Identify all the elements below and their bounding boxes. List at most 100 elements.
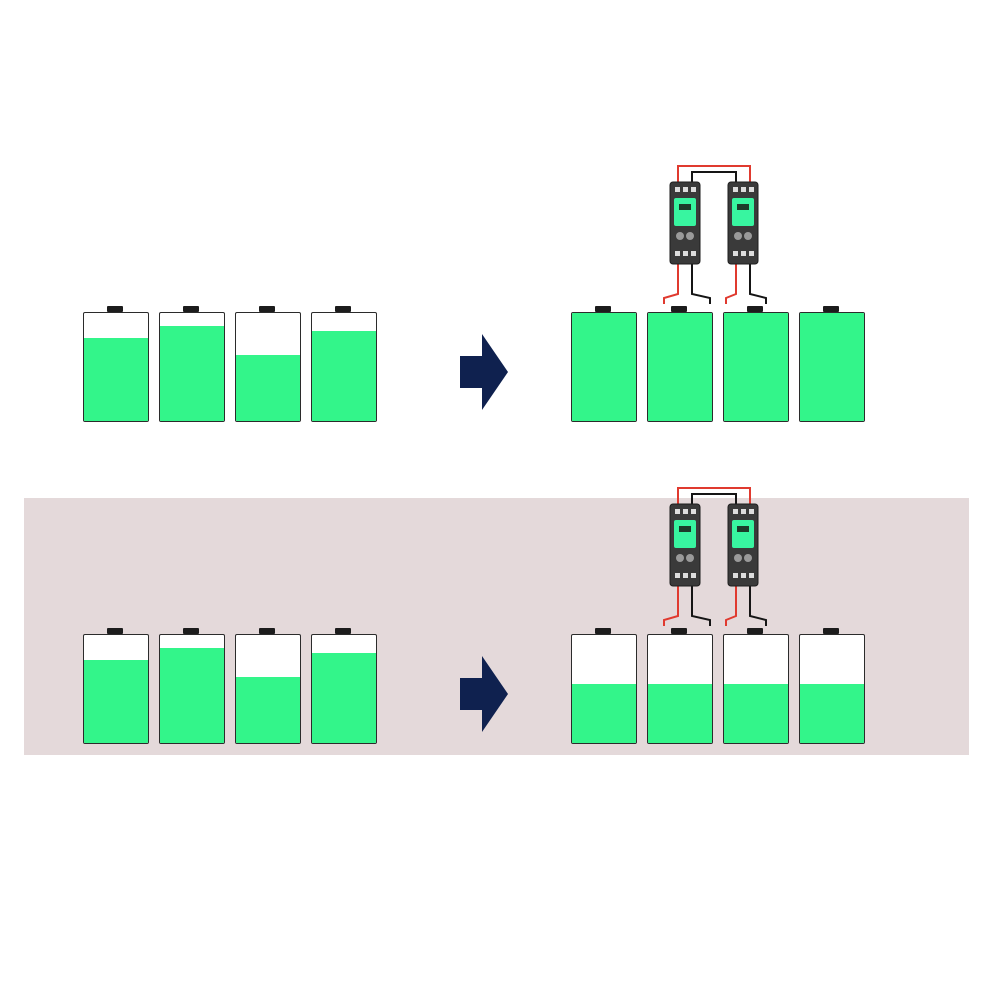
balancer-terminal-top bbox=[675, 509, 680, 514]
balancer-terminal-bottom bbox=[733, 251, 738, 256]
battery-terminal bbox=[671, 628, 687, 634]
battery-2 bbox=[159, 312, 225, 422]
battery-terminal bbox=[183, 628, 199, 634]
right-arrow-icon bbox=[460, 334, 508, 410]
balancer-battery-indicator bbox=[737, 526, 749, 532]
arrow-shape bbox=[460, 656, 508, 732]
balancer-battery-indicator bbox=[679, 526, 691, 532]
battery-terminal bbox=[671, 306, 687, 312]
balancer-terminal-bottom bbox=[749, 251, 754, 256]
balancer-button bbox=[734, 554, 742, 562]
charge-level bbox=[648, 313, 712, 421]
balancer-terminal-bottom bbox=[683, 573, 688, 578]
battery-lead-wire-red bbox=[725, 264, 737, 304]
charge-level bbox=[800, 313, 864, 421]
battery-terminal bbox=[595, 306, 611, 312]
balancer-terminal-top bbox=[683, 509, 688, 514]
right-arrow-icon bbox=[460, 656, 508, 732]
balancer-button bbox=[734, 232, 742, 240]
charge-level bbox=[84, 659, 148, 743]
balancer-terminal-bottom bbox=[749, 573, 754, 578]
charge-level bbox=[572, 683, 636, 743]
balancer-button bbox=[676, 554, 684, 562]
balancer-battery-indicator bbox=[737, 204, 749, 210]
battery-terminal bbox=[823, 628, 839, 634]
battery-1 bbox=[83, 634, 149, 744]
balancer-terminal-bottom bbox=[741, 573, 746, 578]
battery-2 bbox=[647, 634, 713, 744]
balancer-terminal-bottom bbox=[691, 573, 696, 578]
battery-terminal bbox=[747, 628, 763, 634]
battery-balancer-device bbox=[669, 503, 701, 587]
balancer-button bbox=[744, 232, 752, 240]
battery-lead-wire-red bbox=[725, 586, 737, 626]
battery-lead-wire-black bbox=[691, 264, 711, 304]
balancer-terminal-top bbox=[749, 187, 754, 192]
charge-level bbox=[236, 355, 300, 421]
battery-lead-wire-black bbox=[749, 586, 767, 626]
balancer-terminal-top bbox=[691, 187, 696, 192]
balancer-display bbox=[674, 520, 696, 548]
balancer-terminal-top bbox=[749, 509, 754, 514]
battery-lead-wire-black bbox=[749, 264, 767, 304]
balancer-display bbox=[732, 198, 754, 226]
balancer-terminal-bottom bbox=[675, 573, 680, 578]
charge-level bbox=[648, 683, 712, 743]
balancer-terminal-top bbox=[691, 509, 696, 514]
balancer-terminal-top bbox=[733, 509, 738, 514]
balancer-link-wire-black bbox=[691, 493, 737, 504]
balancer-link-wire-red bbox=[677, 165, 751, 182]
balancer-terminal-top bbox=[675, 187, 680, 192]
battery-2 bbox=[159, 634, 225, 744]
battery-1 bbox=[571, 312, 637, 422]
battery-terminal bbox=[107, 628, 123, 634]
balancer-terminal-bottom bbox=[691, 251, 696, 256]
battery-terminal bbox=[259, 306, 275, 312]
balancer-terminal-bottom bbox=[733, 573, 738, 578]
battery-terminal bbox=[107, 306, 123, 312]
balancer-button bbox=[686, 232, 694, 240]
charge-level bbox=[236, 677, 300, 743]
battery-lead-wire-black bbox=[691, 586, 711, 626]
battery-lead-wire-red bbox=[663, 264, 679, 304]
battery-4 bbox=[799, 312, 865, 422]
balancer-terminal-bottom bbox=[741, 251, 746, 256]
battery-1 bbox=[571, 634, 637, 744]
battery-3 bbox=[723, 634, 789, 744]
balancer-button bbox=[744, 554, 752, 562]
balancer-terminal-bottom bbox=[675, 251, 680, 256]
balancer-terminal-top bbox=[741, 187, 746, 192]
balancer-display bbox=[674, 198, 696, 226]
charge-level bbox=[724, 313, 788, 421]
battery-4 bbox=[311, 634, 377, 744]
charge-level bbox=[160, 325, 224, 421]
battery-terminal bbox=[595, 628, 611, 634]
battery-3 bbox=[723, 312, 789, 422]
balancer-link-wire-black bbox=[691, 171, 737, 182]
battery-1 bbox=[83, 312, 149, 422]
battery-terminal bbox=[823, 306, 839, 312]
battery-terminal bbox=[335, 628, 351, 634]
balancer-terminal-top bbox=[741, 509, 746, 514]
balancer-terminal-bottom bbox=[683, 251, 688, 256]
arrow-shape bbox=[460, 334, 508, 410]
balancer-button bbox=[676, 232, 684, 240]
charge-level bbox=[160, 647, 224, 743]
battery-balancer-device bbox=[727, 181, 759, 265]
balancer-battery-indicator bbox=[679, 204, 691, 210]
balancer-terminal-top bbox=[683, 187, 688, 192]
balancer-button bbox=[686, 554, 694, 562]
charge-level bbox=[724, 683, 788, 743]
balancer-terminal-top bbox=[733, 187, 738, 192]
battery-4 bbox=[311, 312, 377, 422]
balancer-display bbox=[732, 520, 754, 548]
charge-level bbox=[312, 331, 376, 421]
charge-level bbox=[312, 653, 376, 743]
battery-terminal bbox=[335, 306, 351, 312]
battery-lead-wire-red bbox=[663, 586, 679, 626]
battery-3 bbox=[235, 634, 301, 744]
charge-level bbox=[572, 313, 636, 421]
battery-balancer-device bbox=[669, 181, 701, 265]
balancer-link-wire-red bbox=[677, 487, 751, 504]
